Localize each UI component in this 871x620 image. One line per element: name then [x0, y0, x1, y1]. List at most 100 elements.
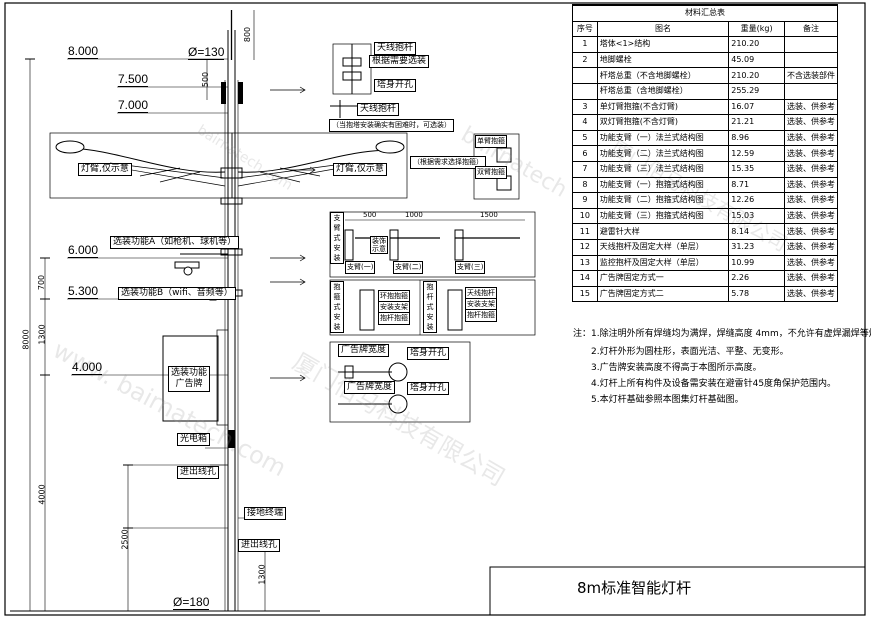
hook-small-label: 装饰 示意: [370, 236, 388, 254]
ground-terminal-label: 接地终端: [244, 507, 287, 520]
elevation-8: 8.000: [68, 44, 99, 59]
row-note: 选装、供参考: [784, 114, 838, 131]
row-name: 功能支臂（一）法兰式结构图: [596, 129, 730, 147]
row-weight: 15.03: [728, 207, 785, 225]
row-weight: 45.09: [728, 51, 785, 69]
table-row: 杆塔总重（含地脚螺栓）255.29: [572, 82, 838, 100]
elevation-4: 4.000: [72, 360, 103, 375]
row-no: 14: [572, 270, 598, 287]
table-header: 备注: [784, 20, 838, 38]
bracket-label: 支臂(三): [455, 261, 486, 274]
table-header: 图名: [596, 20, 730, 38]
inlet-hole-label: 进出线孔: [238, 539, 281, 552]
hoop-group-char: 箍: [333, 293, 341, 301]
row-note: 选装、供参考: [784, 238, 838, 256]
ad-hole-label: 塔身开孔: [407, 347, 450, 360]
ad-board-line: 广告牌: [175, 379, 203, 389]
hoop-group-label: 抱 杆 式 安 装: [423, 281, 437, 333]
row-name: 避雷针大样: [596, 223, 730, 240]
row-weight: 8.14: [728, 223, 785, 240]
row-no: 6: [572, 145, 598, 162]
row-no: [572, 67, 598, 84]
ad-width-label: 广告牌宽度: [344, 381, 396, 394]
row-note: [784, 51, 838, 69]
function-b-label: 选装功能B（wifi、音频等）: [118, 287, 236, 300]
antenna-sub-label: 根据需要选装: [369, 55, 430, 68]
ad-hole-label: 塔身开孔: [407, 382, 450, 395]
embrace-note: （根据需求选择抱箍）: [410, 156, 486, 169]
dim-8000: 8000: [21, 329, 31, 350]
hook-small-line: 装饰: [372, 237, 386, 245]
bracket-dim: 1000: [405, 211, 423, 219]
row-weight: 10.99: [728, 254, 785, 272]
hoop-group-char: 安: [426, 313, 434, 321]
bracket-group-label: 支 臂 式 安 装: [330, 212, 344, 264]
row-no: [572, 82, 598, 100]
row-no: 13: [572, 254, 598, 272]
row-no: 7: [572, 160, 598, 178]
note-3: 3.广告牌安装高度不得高于本图所示高度。: [591, 363, 762, 373]
note-4: 4.灯杆上所有构件及设备需安装在避雷针45度角保护范围内。: [591, 379, 837, 389]
row-name: 塔体<1>结构: [596, 36, 730, 53]
row-name: 杆塔总重（含地脚螺栓）: [596, 82, 730, 100]
row-weight: 210.20: [728, 36, 785, 53]
row-note: [784, 36, 838, 53]
row-note: 选装、供参考: [784, 192, 838, 209]
bracket-label: 支臂(一): [345, 261, 376, 274]
bracket-group-char: 支: [333, 214, 341, 222]
elevation-7: 7.000: [118, 98, 149, 113]
row-no: 2: [572, 51, 598, 69]
ad-board-label: 选装功能 广告牌: [168, 366, 211, 392]
pole-hole-label: 塔身开孔: [374, 79, 417, 92]
row-no: 10: [572, 207, 598, 225]
row-name: 杆塔总重（不含地脚螺栓）: [596, 67, 730, 84]
row-name: 功能支臂（二）抱箍式结构图: [596, 192, 730, 209]
row-no: 9: [572, 192, 598, 209]
row-note: 选装、供参考: [784, 98, 838, 116]
dim-2500: 2500: [120, 529, 130, 550]
note-5: 5.本灯杆基础参照本图集灯杆基础图。: [591, 395, 744, 405]
row-name: 功能支臂（三）法兰式结构图: [596, 160, 730, 178]
row-name: 功能支臂（一）抱箍式结构图: [596, 176, 730, 194]
dim-4000: 4000: [37, 484, 47, 505]
bracket-dim: 1500: [480, 211, 498, 219]
antenna-label: 天线抱杆: [374, 42, 417, 55]
row-weight: 210.20: [728, 67, 785, 84]
elevation-7-5: 7.500: [118, 72, 149, 87]
dim-800: 800: [243, 26, 253, 43]
elevation-5-3: 5.300: [68, 284, 99, 299]
hoop-group-char: 安: [333, 313, 341, 321]
hoop-group-char: 抱: [333, 283, 341, 291]
hoop-group-char: 抱: [426, 283, 434, 291]
hoop-group-char: 装: [333, 323, 341, 331]
hoop-group-char: 式: [426, 303, 434, 311]
bracket-dim: 500: [363, 211, 377, 219]
row-note: [784, 82, 838, 100]
row-weight: 255.29: [728, 82, 785, 100]
row-note: 选装、供参考: [784, 129, 838, 147]
row-weight: 15.35: [728, 160, 785, 178]
row-name: 监控抱杆及固定大样（单层）: [596, 254, 730, 272]
elevation-6: 6.000: [68, 243, 99, 258]
row-weight: 31.23: [728, 238, 785, 256]
row-weight: 12.26: [728, 192, 785, 209]
row-note: 选装、供参考: [784, 254, 838, 272]
single-clamp-label: 单臂抱箍: [475, 135, 507, 148]
drawing-title: 8m标准智能灯杆: [577, 579, 692, 597]
bracket-label: 支臂(二): [393, 261, 424, 274]
bracket-group-char: 安: [333, 244, 341, 252]
row-weight: 8.71: [728, 176, 785, 194]
row-name: 双灯臂抱箍(不含灯臂): [596, 114, 730, 131]
table-header: 重量(kg): [728, 20, 785, 38]
material-table-title: 材料汇总表: [572, 3, 838, 22]
row-note: 选装、供参考: [784, 145, 838, 162]
